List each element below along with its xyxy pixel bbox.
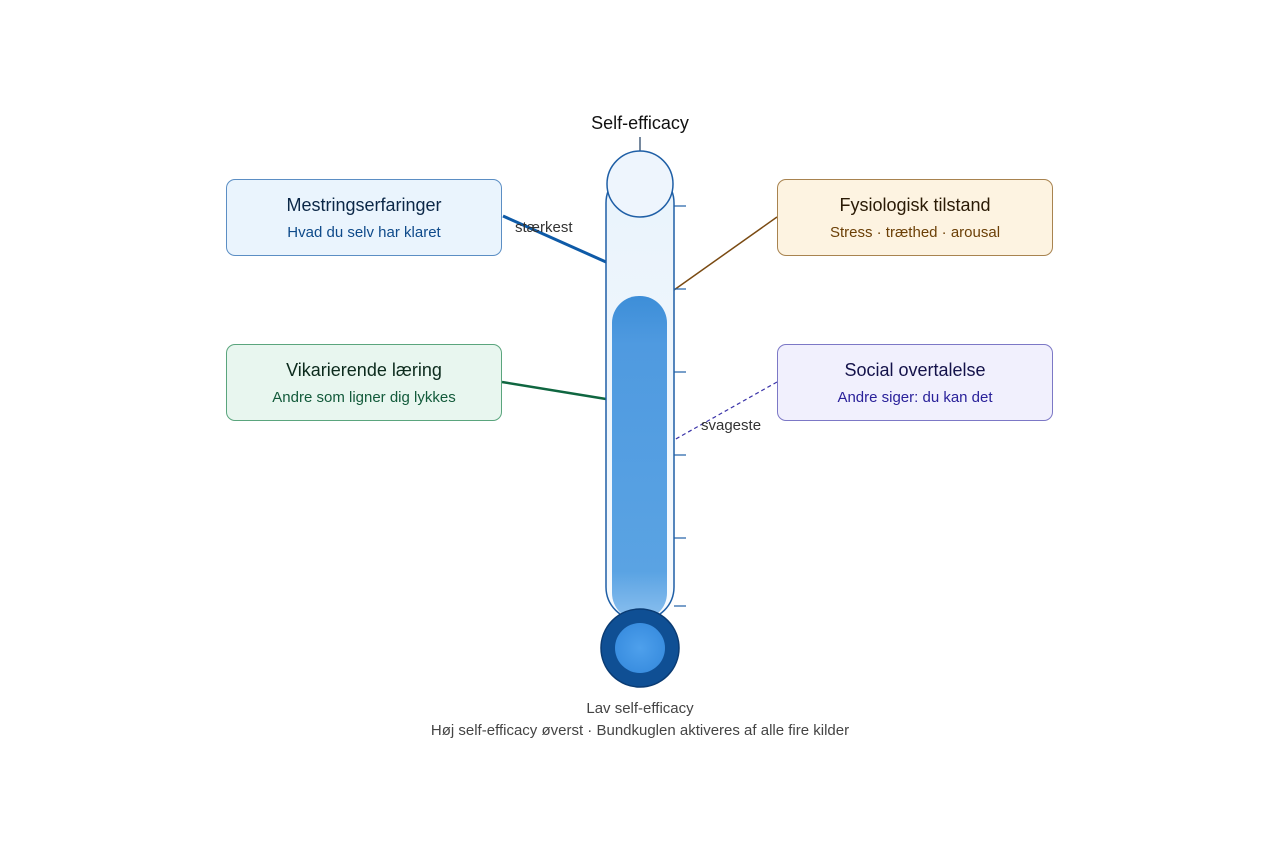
connector-vicarious [501,380,607,401]
source-title: Fysiologisk tilstand [839,195,991,215]
diagram-caption: Høj self-efficacy øverst · Bundkuglen ak… [430,722,850,739]
source-title: Mestringserfaringer [286,195,442,215]
connector-physiological [673,216,778,291]
source-box-vicarious: Vikarierende læring Andre som ligner dig… [226,344,502,421]
efficacy-fill-bar [612,296,667,620]
source-subtitle: Andre siger: du kan det [837,389,993,406]
connector-mastery [502,214,607,264]
source-subtitle: Stress · træthed · arousal [829,224,1001,241]
source-box-physiological: Fysiologisk tilstand Stress · træthed · … [777,179,1053,256]
bottom-label: Lav self-efficacy [586,700,694,717]
scale-ticks [674,205,686,607]
source-title: Social overtalelse [844,360,986,380]
source-box-mastery: Mestringserfaringer Hvad du selv har kla… [226,179,502,256]
source-box-persuasion: Social overtalelse Andre siger: du kan d… [777,344,1053,421]
strongest-label: stærkest [515,219,573,236]
source-title: Vikarierende læring [286,360,442,380]
top-bulb [606,150,674,218]
top-label: Self-efficacy [591,113,689,133]
connector-persuasion [673,381,778,441]
weakest-label: svageste [701,417,762,434]
source-subtitle: Andre som ligner dig lykkes [272,389,456,406]
source-subtitle: Hvad du selv har klaret [287,224,441,241]
bottom-bulb-core [615,623,665,673]
